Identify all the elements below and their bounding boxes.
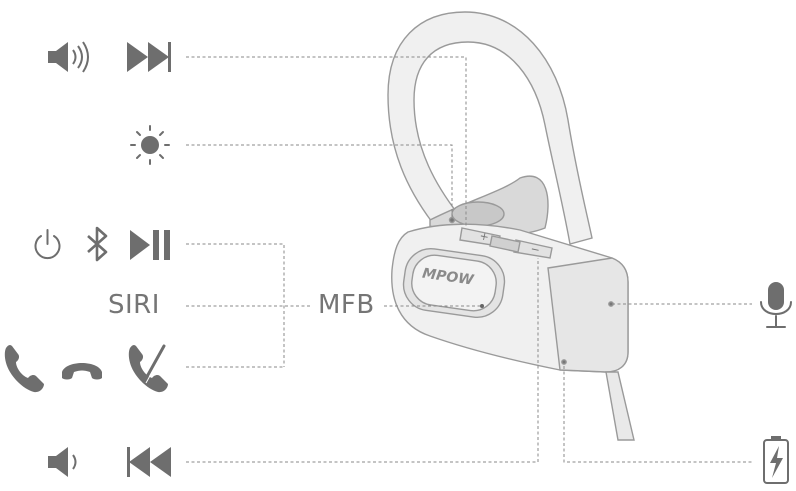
led-indicator-icon <box>131 126 169 164</box>
microphone-icon <box>761 282 791 327</box>
earbud-illustration <box>388 12 634 440</box>
charging-battery-icon <box>764 436 788 483</box>
siri-label: SIRI <box>108 292 160 318</box>
ear-tip-inner <box>452 202 504 226</box>
next-track-icon <box>127 42 171 72</box>
bluetooth-icon <box>88 228 106 260</box>
cable <box>606 372 634 440</box>
reject-call-icon <box>129 345 168 392</box>
callout-battery <box>564 366 752 462</box>
mfb-dot <box>480 304 484 308</box>
charge-port <box>562 360 566 364</box>
play-pause-icon <box>130 230 170 260</box>
volume-up-icon <box>48 42 88 72</box>
power-icon <box>36 230 60 258</box>
answer-call-icon <box>5 345 44 392</box>
volume-down-icon <box>48 447 76 477</box>
mfb-label: MFB <box>316 292 377 318</box>
led-dot <box>450 218 455 223</box>
earbud-side-panel <box>548 258 628 372</box>
end-call-icon <box>62 363 102 380</box>
previous-track-icon <box>127 447 171 477</box>
